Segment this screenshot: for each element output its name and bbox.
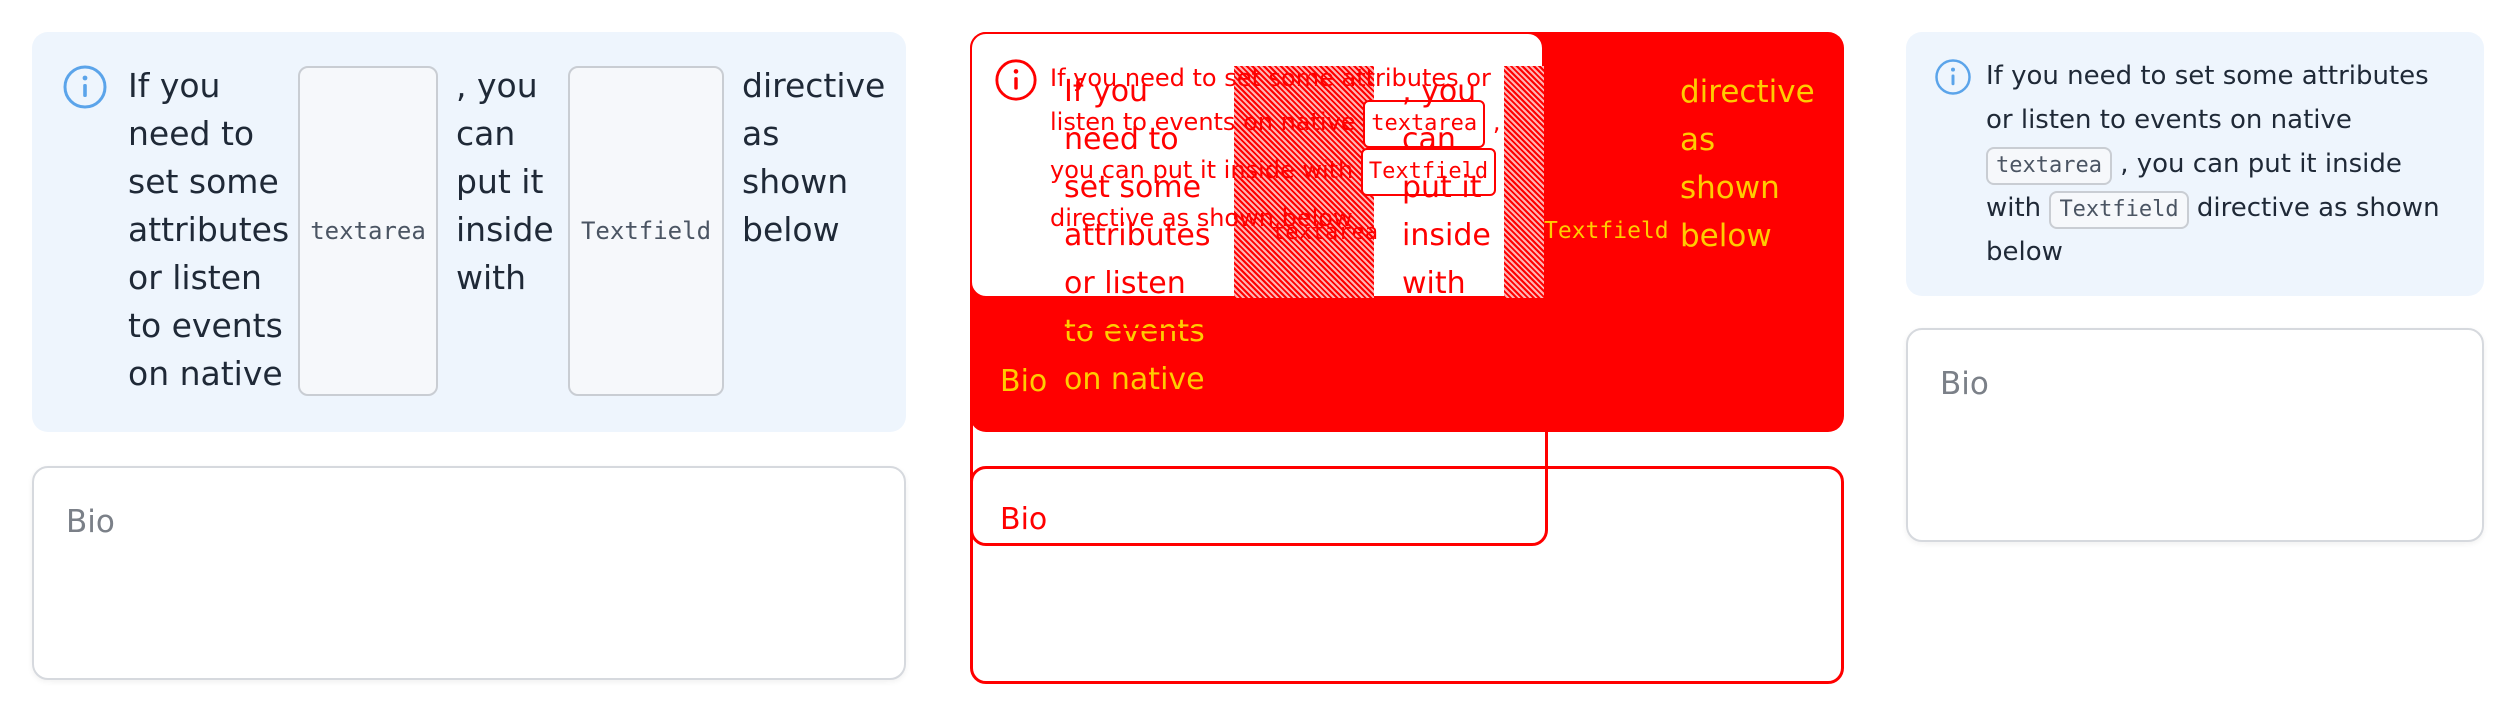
diff-bio-field-wide	[970, 466, 1844, 684]
code-textfield: Textfield	[2049, 191, 2189, 229]
note-text: If you need to set some attributes or li…	[1986, 61, 2440, 267]
diff-bio-label-1: Bio	[1000, 364, 1048, 399]
info-circle-icon	[63, 65, 107, 109]
bio-label: Bio	[1940, 366, 1989, 402]
note-text-middle: , you can put it inside with	[456, 66, 554, 297]
info-note: If you need to set some attributes or li…	[32, 32, 906, 432]
bio-label: Bio	[66, 504, 115, 540]
note-text-start: If you need to set some attributes or li…	[128, 66, 290, 393]
diff-hatch-textarea	[1234, 66, 1374, 298]
bio-textarea[interactable]: Bio	[32, 466, 906, 680]
diff-hatch-textfield	[1504, 66, 1544, 298]
bio-textarea[interactable]: Bio	[1906, 328, 2484, 542]
diff-code-textfield: Textfield	[1544, 218, 1669, 244]
info-note-wide: If you need to set some attributes or li…	[1906, 32, 2484, 296]
note-text-end: directive as shown below	[742, 66, 886, 249]
diff-overlay: If you need to set some attributes or li…	[944, 32, 1844, 712]
diff-bio-label-2: Bio	[1000, 502, 1048, 537]
diff-bio-field-narrow	[970, 328, 1548, 546]
diff-narrow-middle: , you can put it inside with	[1402, 74, 1491, 301]
code-textarea: textarea	[1986, 147, 2112, 185]
code-textfield: Textfield	[568, 66, 724, 396]
info-circle-icon	[1935, 59, 1971, 95]
code-textarea: textarea	[298, 66, 438, 396]
diff-narrow-start: If you need to set some attributes or li…	[1064, 74, 1211, 301]
diff-note-text: If you need to set some attributes or li…	[1050, 64, 1501, 232]
diff-code-textarea: textarea	[1272, 220, 1378, 245]
diff-narrow-start-tail: to events on native	[1064, 314, 1205, 397]
diff-narrow-end: directive as shown below	[1680, 74, 1815, 254]
info-circle-icon	[995, 59, 1037, 101]
